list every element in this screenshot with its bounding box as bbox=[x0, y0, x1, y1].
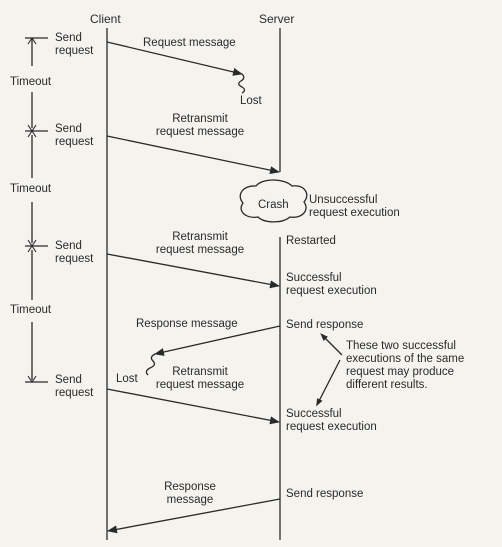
note-pointer-down bbox=[316, 359, 341, 407]
retransmit-arrow-3 bbox=[106, 388, 280, 425]
timeout-label-2: Timeout bbox=[10, 183, 52, 195]
send-response-label-1: Send response bbox=[286, 319, 364, 331]
crash-label: Crash bbox=[258, 199, 289, 211]
timeout-label-1: Timeout bbox=[10, 76, 52, 88]
request-message-label: Request message bbox=[143, 37, 236, 49]
lost-squiggle-2 bbox=[145, 353, 156, 376]
lost-label-1: Lost bbox=[240, 95, 262, 107]
client-header: Client bbox=[90, 12, 121, 26]
request-message-arrow bbox=[106, 41, 243, 76]
response-arrow-2 bbox=[107, 498, 281, 534]
crash-cloud bbox=[239, 179, 308, 223]
lost-squiggle-1 bbox=[238, 73, 246, 94]
response-arrow-1 bbox=[154, 325, 281, 356]
response-message-label-1: Response message bbox=[136, 318, 238, 330]
retransmit-arrow-1 bbox=[106, 135, 280, 175]
timeout-label-3: Timeout bbox=[10, 304, 52, 316]
lost-label-2: Lost bbox=[116, 373, 138, 385]
timeout-ruler bbox=[25, 37, 48, 383]
send-response-label-2: Send response bbox=[286, 488, 364, 500]
restarted-label: Restarted bbox=[286, 235, 336, 247]
retransmit-arrow-2 bbox=[106, 253, 280, 289]
server-header: Server bbox=[259, 12, 295, 26]
note-pointer-up bbox=[320, 333, 343, 356]
